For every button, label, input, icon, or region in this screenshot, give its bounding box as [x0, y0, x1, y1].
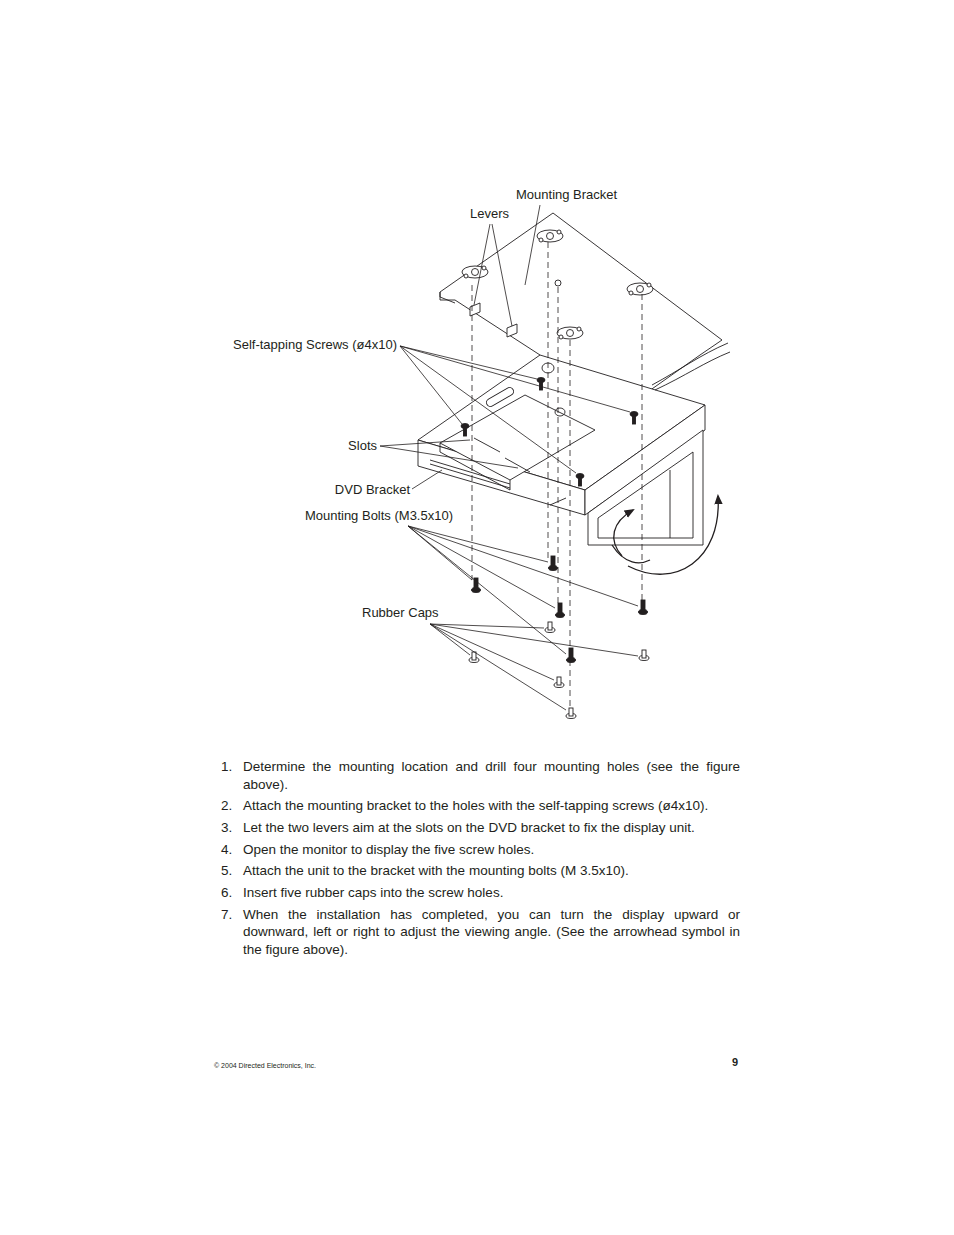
part-label: Self-tapping Screws (ø4x10)	[233, 337, 397, 352]
step-number: 7.	[221, 906, 232, 924]
step-number: 1.	[221, 758, 232, 776]
step-number: 5.	[221, 862, 232, 880]
step-text: Insert five rubber caps into the screw h…	[243, 884, 740, 902]
part-label: Slots	[348, 438, 377, 453]
step-text: Let the two levers aim at the slots on t…	[243, 819, 740, 837]
part-label: Rubber Caps	[362, 605, 439, 620]
step-text: Attach the unit to the bracket with the …	[243, 862, 740, 880]
part-label: Levers	[470, 206, 509, 221]
part-label: DVD Bracket	[335, 482, 410, 497]
step-number: 6.	[221, 884, 232, 902]
step-text: When the installation has completed, you…	[243, 906, 740, 959]
page-number: 9	[732, 1056, 738, 1068]
step-text: Open the monitor to display the five scr…	[243, 841, 740, 859]
step-number: 3.	[221, 819, 232, 837]
part-label: Mounting Bracket	[516, 187, 617, 202]
part-label: Mounting Bolts (M3.5x10)	[305, 508, 453, 523]
copyright-footer: © 2004 Directed Electronics, Inc.	[214, 1062, 316, 1069]
step-number: 4.	[221, 841, 232, 859]
step-text: Determine the mounting location and dril…	[243, 758, 740, 793]
step-number: 2.	[221, 797, 232, 815]
step-text: Attach the mounting bracket to the holes…	[243, 797, 740, 815]
